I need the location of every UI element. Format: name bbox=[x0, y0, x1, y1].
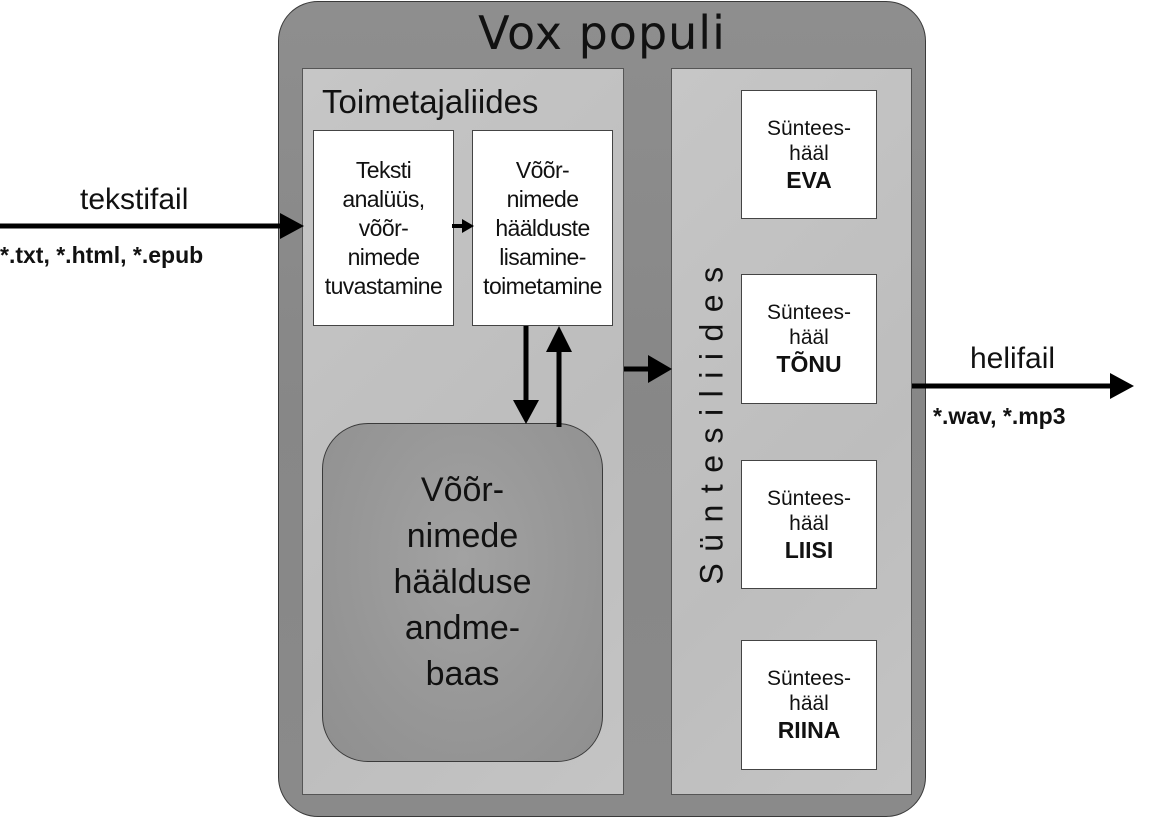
system-title: Vox populi bbox=[478, 6, 726, 60]
database-to-editing-arrow bbox=[546, 326, 572, 427]
input-formats: *.txt, *.html, *.epub bbox=[0, 242, 204, 268]
voice-name: LIISI bbox=[784, 536, 834, 563]
voice-name: EVA bbox=[786, 166, 832, 193]
voice-label-line2: hääl bbox=[789, 141, 829, 165]
editing-to-database-arrow bbox=[513, 326, 539, 424]
voice-label-line1: Süntees- bbox=[766, 667, 852, 690]
voice-box-eva: Süntees- hääl EVA bbox=[741, 90, 877, 219]
voice-label-line1: Süntees- bbox=[766, 116, 852, 140]
pronunciation-editing-box: Võõr- nimede häälduste lisamine- toimeta… bbox=[472, 130, 613, 326]
pronunciation-editing-label: Võõr- nimede häälduste lisamine- toimeta… bbox=[483, 156, 602, 299]
editor-interface-title: Toimetajaliides bbox=[322, 83, 539, 120]
editor-to-synthesis-arrow bbox=[624, 355, 672, 383]
output-formats: *.wav, *.mp3 bbox=[933, 403, 1066, 429]
voice-box-liisi: Süntees- hääl LIISI bbox=[741, 460, 877, 589]
input-arrow bbox=[0, 213, 304, 239]
output-arrow bbox=[912, 373, 1134, 399]
pronunciation-database: Võõr- nimede häälduse andme- baas bbox=[322, 423, 603, 762]
voice-label-line2: hääl bbox=[789, 692, 829, 715]
voice-label-line2: hääl bbox=[789, 511, 829, 535]
text-analysis-box: Teksti analüüs, võõr- nimede tuvastamine bbox=[313, 130, 454, 326]
output-label: helifail bbox=[970, 342, 1056, 375]
voice-name: TÕNU bbox=[776, 351, 842, 377]
voice-box-tonu: Süntees- hääl TÕNU bbox=[741, 274, 877, 404]
voice-label-line1: Süntees- bbox=[766, 301, 852, 324]
input-label: tekstifail bbox=[80, 183, 189, 216]
text-analysis-label: Teksti analüüs, võõr- nimede tuvastamine bbox=[324, 156, 443, 299]
pronunciation-database-label: Võõr- nimede häälduse andme- baas bbox=[393, 470, 532, 693]
voice-name: RIINA bbox=[777, 717, 841, 743]
voice-label-line1: Süntees- bbox=[766, 486, 852, 510]
voice-box-riina: Süntees- hääl RIINA bbox=[741, 640, 877, 770]
analysis-to-editing-arrow bbox=[452, 219, 474, 233]
voice-label-line2: hääl bbox=[789, 326, 829, 349]
